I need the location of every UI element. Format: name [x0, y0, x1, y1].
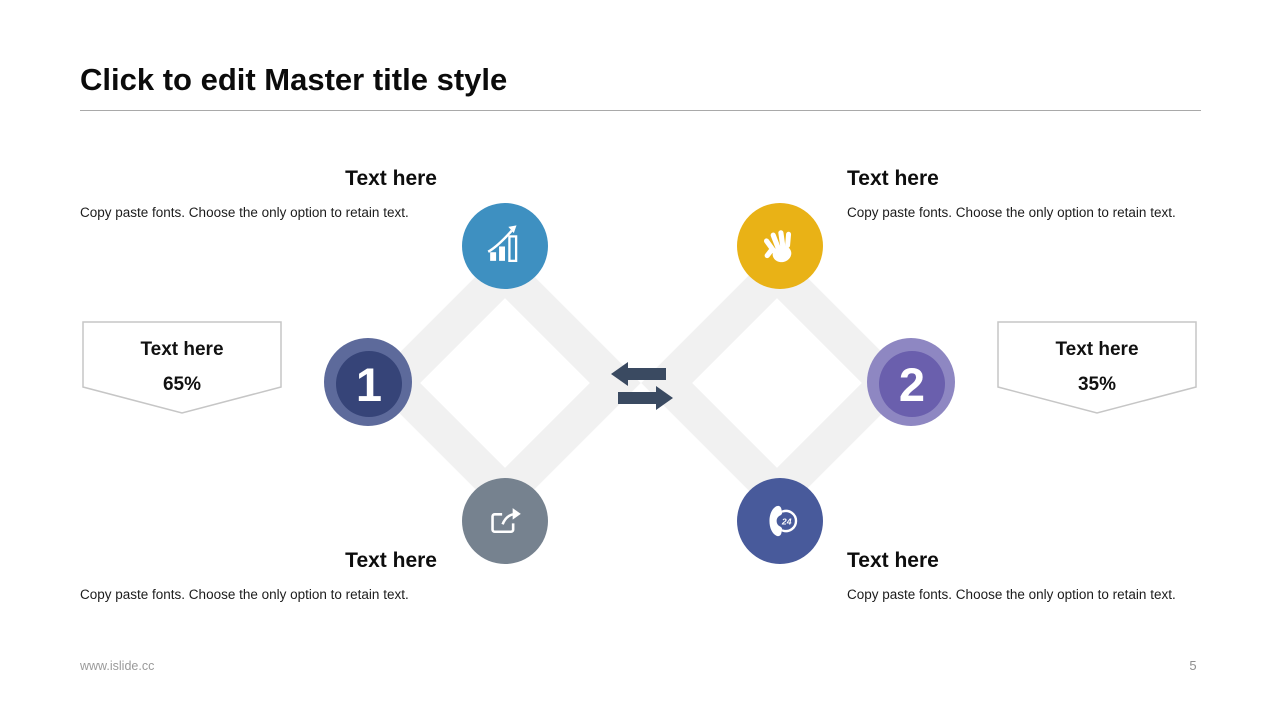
badge-title: Text here [1055, 339, 1139, 360]
node-hand[interactable] [737, 203, 823, 289]
step-number-2: 2 [879, 351, 945, 417]
text-block-top-right[interactable]: Text here Copy paste fonts. Choose the o… [847, 166, 1204, 221]
badge-value: 35% [1077, 374, 1117, 395]
badge-value: 65% [162, 374, 202, 395]
page-number: 5 [1189, 658, 1197, 673]
node-share[interactable] [462, 478, 548, 564]
block-body: Copy paste fonts. Choose the only option… [80, 205, 409, 220]
block-body: Copy paste fonts. Choose the only option… [80, 587, 409, 602]
title-underline [80, 110, 1201, 111]
block-body: Copy paste fonts. Choose the only option… [847, 205, 1176, 220]
step-circle-1[interactable]: 1 [324, 338, 412, 426]
block-heading: Text here [847, 549, 939, 572]
footer-website-link[interactable]: www.islide.cc [80, 659, 155, 673]
pennant-shape [997, 321, 1197, 414]
phone-24-label: 24 [781, 516, 792, 526]
badge-left-65[interactable]: Text here 65% [82, 321, 282, 417]
block-heading: Text here [345, 167, 437, 190]
badge-right-35[interactable]: Text here 35% [997, 321, 1197, 417]
swap-arrows-icon [611, 362, 673, 410]
badge-title: Text here [140, 339, 224, 360]
node-bar-chart[interactable] [462, 203, 548, 289]
open-hand-icon [763, 230, 792, 263]
block-heading: Text here [847, 167, 939, 190]
block-heading: Text here [345, 549, 437, 572]
pennant-shape [82, 321, 282, 414]
step-circle-2[interactable]: 2 [867, 338, 955, 426]
text-block-bottom-right[interactable]: Text here Copy paste fonts. Choose the o… [847, 548, 1204, 603]
text-block-bottom-left[interactable]: Text here Copy paste fonts. Choose the o… [80, 548, 437, 603]
text-block-top-left[interactable]: Text here Copy paste fonts. Choose the o… [80, 166, 437, 221]
block-body: Copy paste fonts. Choose the only option… [847, 587, 1176, 602]
share-export-icon [491, 508, 521, 534]
phone-24h-service-icon: 24 [769, 505, 798, 537]
slide-title[interactable]: Click to edit Master title style [80, 62, 508, 97]
step-number-1: 1 [336, 351, 402, 417]
bar-chart-growth-icon [487, 225, 518, 263]
node-phone-24h[interactable]: 24 [737, 478, 823, 564]
